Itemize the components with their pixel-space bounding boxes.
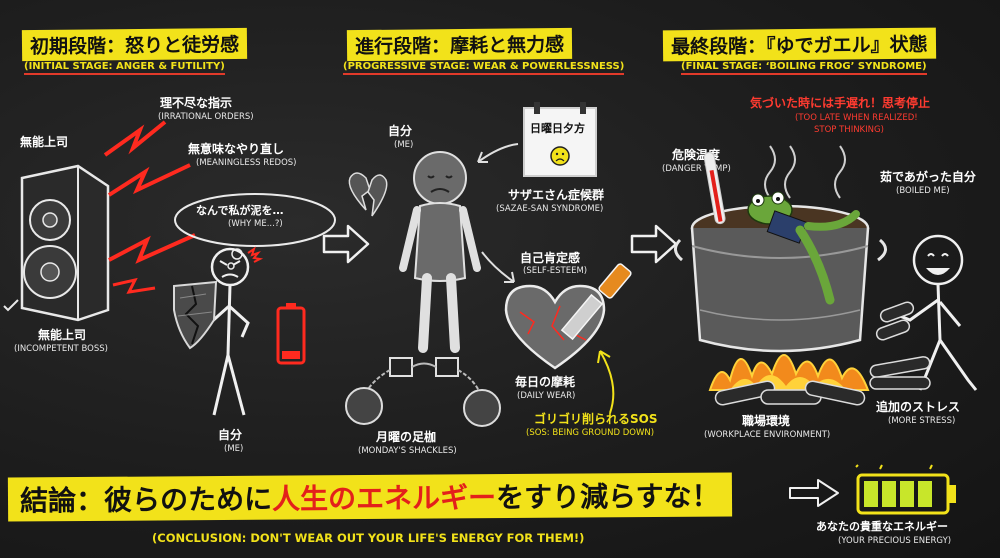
thought-text: なんで私が泥を… <box>196 204 284 217</box>
arrow-to-energy-icon <box>789 479 839 507</box>
tired-figure-icon <box>399 151 481 353</box>
arrow-right-icon-2 <box>630 224 678 264</box>
calendar-icon <box>523 102 597 177</box>
more-stress-label: 追加のストレス <box>876 400 961 414</box>
arrow-to-heart-icon <box>481 251 515 283</box>
self-esteem-label: 自己肯定感 <box>520 251 581 265</box>
conclusion-colon: ： <box>75 483 105 518</box>
me-label-stage2: 自分 <box>388 124 413 138</box>
lightning-bolts-icon <box>103 120 196 294</box>
shackles-icon <box>345 357 501 427</box>
me-en-stage2: (ME) <box>394 140 414 150</box>
arrow-to-me-icon <box>477 143 519 163</box>
stage1-subtitle: (INITIAL STAGE: ANGER & FUTILITY) <box>24 61 225 75</box>
sos-en: (SOS: BEING GROUND DOWN) <box>526 428 655 438</box>
sazae-en: (SAZAE-SAN SYNDROME) <box>496 204 604 214</box>
boiled-me-en: (BOILED ME) <box>896 186 950 196</box>
thought-text-en: (WHY ME...?) <box>228 219 283 229</box>
broken-heart-small-icon <box>348 172 388 217</box>
conclusion-part3: をすり減らすな！ <box>495 479 720 515</box>
arrow-to-sos-icon <box>597 350 615 414</box>
sos-label: ゴリゴリ削られるSOS <box>534 412 658 426</box>
speaker-icon <box>3 164 110 322</box>
precious-energy-label: あなたの貴重なエネルギー <box>816 520 948 533</box>
cracked-heart-icon <box>504 284 606 370</box>
workplace-label: 職場環境 <box>742 414 791 428</box>
monday-shackles-label: 月曜の足枷 <box>376 430 437 444</box>
steam-icon <box>764 145 846 199</box>
conclusion-en: (CONCLUSION: DON'T WEAR OUT YOUR LIFE'S … <box>152 531 585 545</box>
me-en-stage1: (ME) <box>224 444 244 454</box>
meaningless-redos-en: (MEANINGLESS REDOS) <box>196 158 297 168</box>
daily-wear-label: 毎日の摩耗 <box>515 375 576 389</box>
boiling-pot-icon <box>674 152 887 353</box>
too-late-label: 気づいた時には手遅れ！思考停止 <box>750 96 931 110</box>
full-battery-icon <box>855 464 956 515</box>
stage3-title: 最終段階：『ゆでガエル』状態 <box>662 27 936 62</box>
boss-top-label: 無能上司 <box>20 135 69 149</box>
daily-wear-en: (DAILY WEAR) <box>517 391 576 401</box>
me-label-stage1: 自分 <box>218 428 243 442</box>
more-stress-en: (MORE STRESS) <box>888 416 956 426</box>
stage2-title: 進行段階：摩耗と無力感 <box>346 27 573 62</box>
stage3-subtitle: (FINAL STAGE: ‘BOILING FROG’ SYNDROME) <box>681 61 927 75</box>
precious-energy-en: (YOUR PRECIOUS ENERGY) <box>838 536 952 546</box>
boiled-me-label: 茹であがった自分 <box>880 170 976 184</box>
thought-bubble-icon <box>174 193 336 270</box>
angry-stick-figure-icon <box>206 246 264 416</box>
low-battery-icon <box>276 303 306 365</box>
irrational-orders-en: (IRRATIONAL ORDERS) <box>158 112 254 122</box>
danger-temp-en: (DANGER TEMP) <box>662 164 731 174</box>
conclusion-banner: 結論：彼らのために人生のエネルギーをすり減らすな！ <box>7 472 732 522</box>
stage2-subtitle: (PROGRESSIVE STAGE: WEAR & POWERLESSNESS… <box>343 61 625 75</box>
stage1-title: 初期段階：怒りと徒労感 <box>21 27 248 62</box>
conclusion-label: 結論 <box>19 484 77 518</box>
extra-logs-icon <box>869 356 931 390</box>
too-late-en1: (TOO LATE WHEN REALIZED! <box>795 113 918 123</box>
workplace-en: (WORKPLACE ENVIRONMENT) <box>704 430 831 440</box>
conclusion-part2: 人生のエネルギー <box>271 481 497 516</box>
irrational-orders-label: 理不尽な指示 <box>160 96 233 110</box>
monday-shackles-en: (MONDAY'S SHACKLES) <box>358 446 457 456</box>
file-tool-icon <box>560 263 632 341</box>
cracked-shield-icon <box>173 280 218 350</box>
stress-adder-figure-icon <box>875 234 978 391</box>
meaningless-redos-label: 無意味なやり直し <box>188 142 285 156</box>
sazae-label: サザエさん症候群 <box>508 188 605 202</box>
incompetent-boss-en: (INCOMPETENT BOSS) <box>14 344 108 354</box>
too-late-en2: STOP THINKING) <box>814 125 884 135</box>
self-esteem-en: (SELF-ESTEEM) <box>523 266 588 276</box>
conclusion-part1: 彼らのために <box>103 482 273 517</box>
logs-icon <box>714 380 866 406</box>
calendar-text: 日曜日夕方 <box>530 122 585 135</box>
incompetent-boss-label: 無能上司 <box>38 328 87 342</box>
arrow-right-icon <box>322 224 370 264</box>
